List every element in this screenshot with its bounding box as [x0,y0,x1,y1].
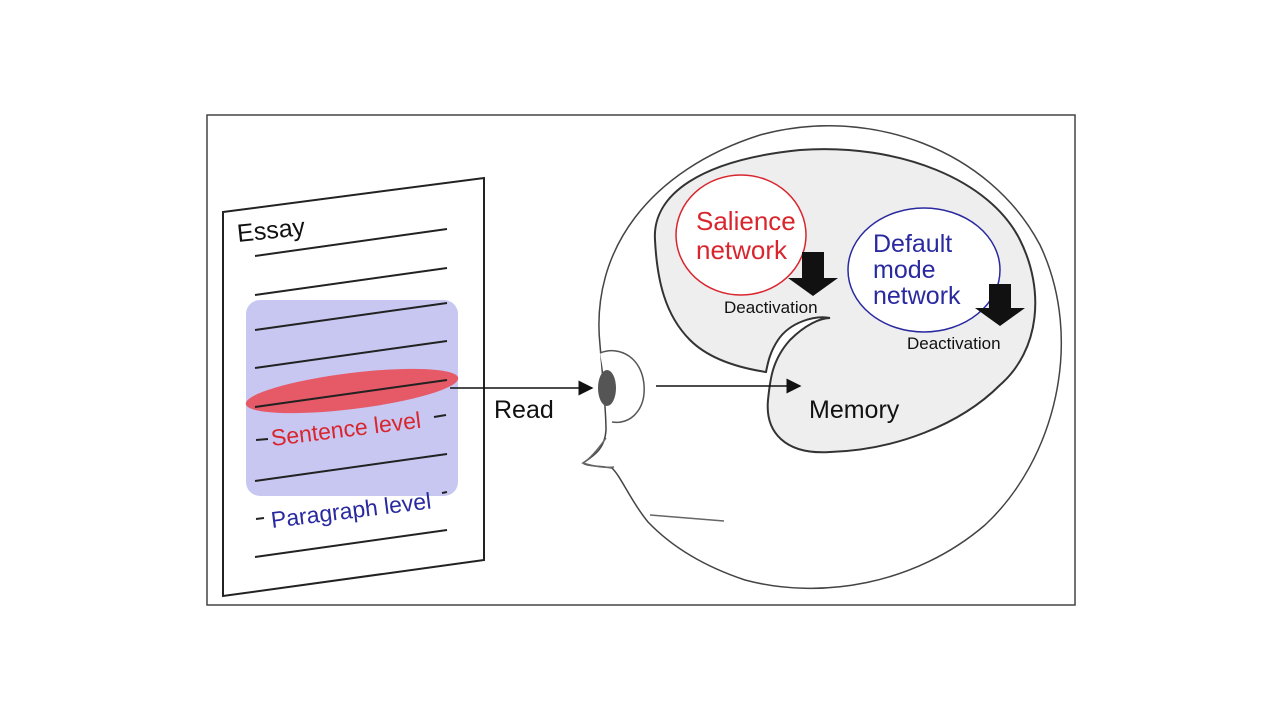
salience-label-line1: Salience [696,206,796,236]
dmn-label-line3: network [873,282,961,310]
essay-line [254,529,448,558]
essay-line [254,267,448,296]
dmn-label-line1: Default [873,230,952,258]
dmn-deactivation-arrow [975,284,1025,326]
read-label: Read [494,396,554,424]
dmn-ellipse [847,207,1001,333]
essay-line [254,228,448,257]
dmn-label-line2: mode [873,256,936,284]
salience-deactivation-label: Deactivation [724,298,818,317]
essay-line-dash [255,438,269,441]
essay-line-dash [433,414,447,418]
salience-label-line2: network [696,235,788,265]
mouth [649,514,725,522]
essay-line-dash [255,517,265,520]
essay-line [254,379,448,408]
essay-line [254,453,448,482]
dmn-deactivation-label: Deactivation [907,334,1001,353]
eye-pupil [598,370,616,406]
essay-line [254,302,448,331]
salience-deactivation-arrow [788,252,838,296]
eye-socket [599,349,645,424]
essay-sheet: Essay Sentence level Paragraph level [222,176,485,598]
sentence-highlight [245,368,459,414]
memory-label: Memory [809,396,900,424]
essay-line-dash [441,491,448,494]
nose [581,437,615,469]
essay-line [254,340,448,369]
salience-network-ellipse [675,174,807,296]
